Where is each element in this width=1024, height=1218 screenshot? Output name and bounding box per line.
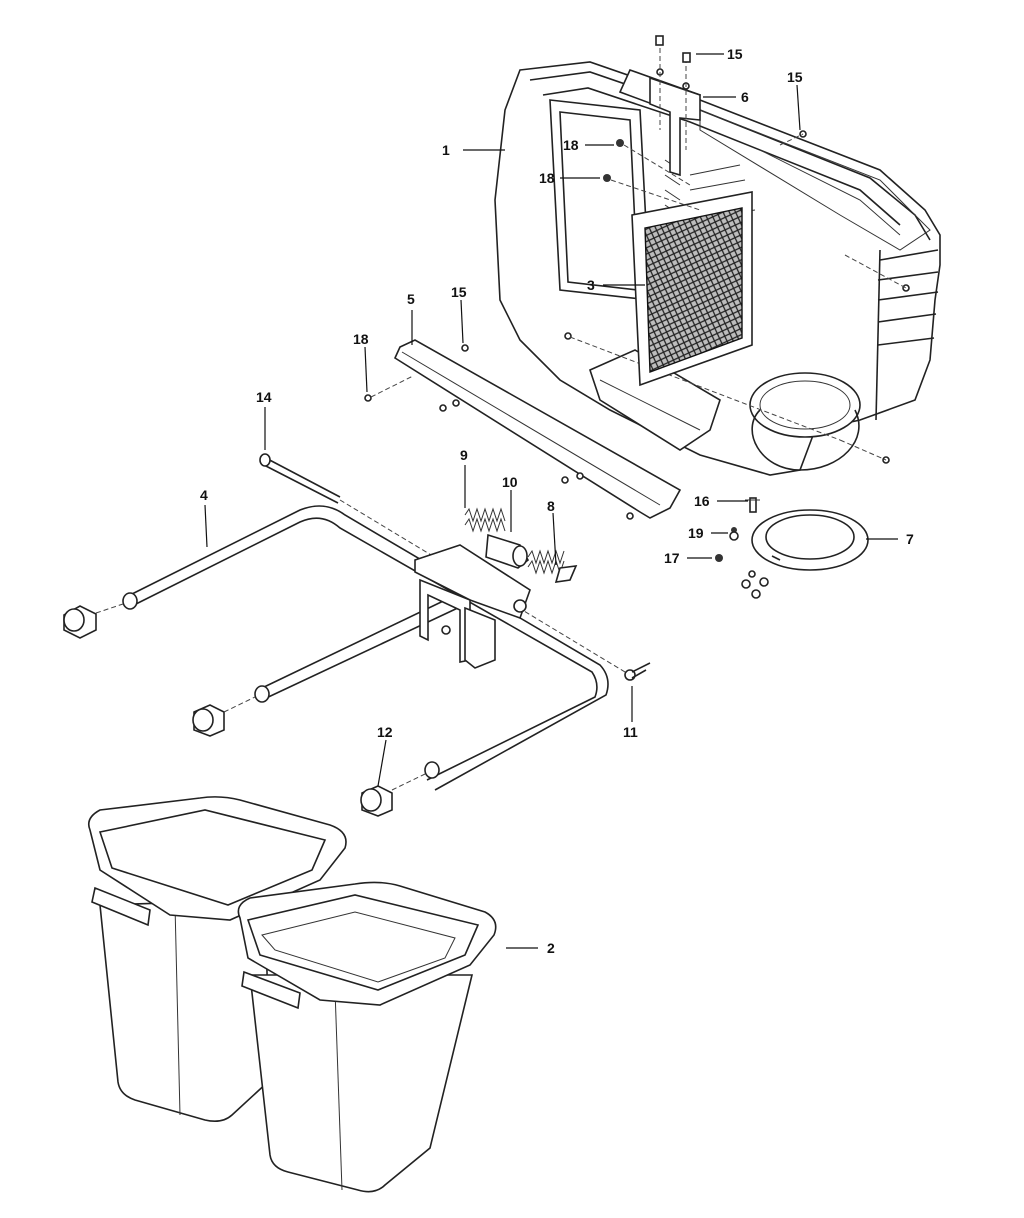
callout-4: 4	[200, 487, 208, 503]
part-top-bracket	[618, 35, 702, 177]
callout-16: 16	[694, 493, 710, 509]
callout-14: 14	[256, 389, 272, 405]
part-ring-gasket	[751, 509, 869, 571]
callout-1: 1	[442, 142, 450, 158]
callout-18-left: 18	[353, 331, 369, 347]
callout-15-top: 15	[727, 46, 743, 62]
callout-15-mid: 15	[451, 284, 467, 300]
part-bin-rear	[87, 796, 347, 1122]
callout-17: 17	[664, 550, 680, 566]
fasteners-18-upper	[603, 130, 807, 211]
callout-5: 5	[407, 291, 415, 307]
callout-18-middle: 18	[539, 170, 555, 186]
callout-12: 12	[377, 724, 393, 740]
part-deflector-plate	[364, 339, 682, 520]
callout-19: 19	[688, 525, 704, 541]
callout-7: 7	[906, 531, 914, 547]
callout-8: 8	[547, 498, 555, 514]
callout-9: 9	[460, 447, 468, 463]
small-hardware	[715, 497, 769, 599]
callout-10: 10	[502, 474, 518, 490]
callout-labels: 1 2 3 4 5 6 7 8 9 10 11 12 14 15 15 15 1…	[200, 46, 914, 956]
part-springs	[464, 507, 578, 583]
callout-2: 2	[547, 940, 555, 956]
callout-15-right: 15	[787, 69, 803, 85]
part-end-caps	[63, 603, 426, 817]
part-bin-front	[237, 881, 497, 1193]
leader-lines	[204, 53, 898, 949]
part-mesh-screen	[631, 191, 753, 387]
callout-3: 3	[587, 277, 595, 293]
part-pin	[624, 662, 651, 681]
callout-11: 11	[623, 724, 638, 740]
callout-18-upper: 18	[563, 137, 579, 153]
callout-6: 6	[741, 89, 749, 105]
part-bag-frame	[122, 505, 609, 791]
